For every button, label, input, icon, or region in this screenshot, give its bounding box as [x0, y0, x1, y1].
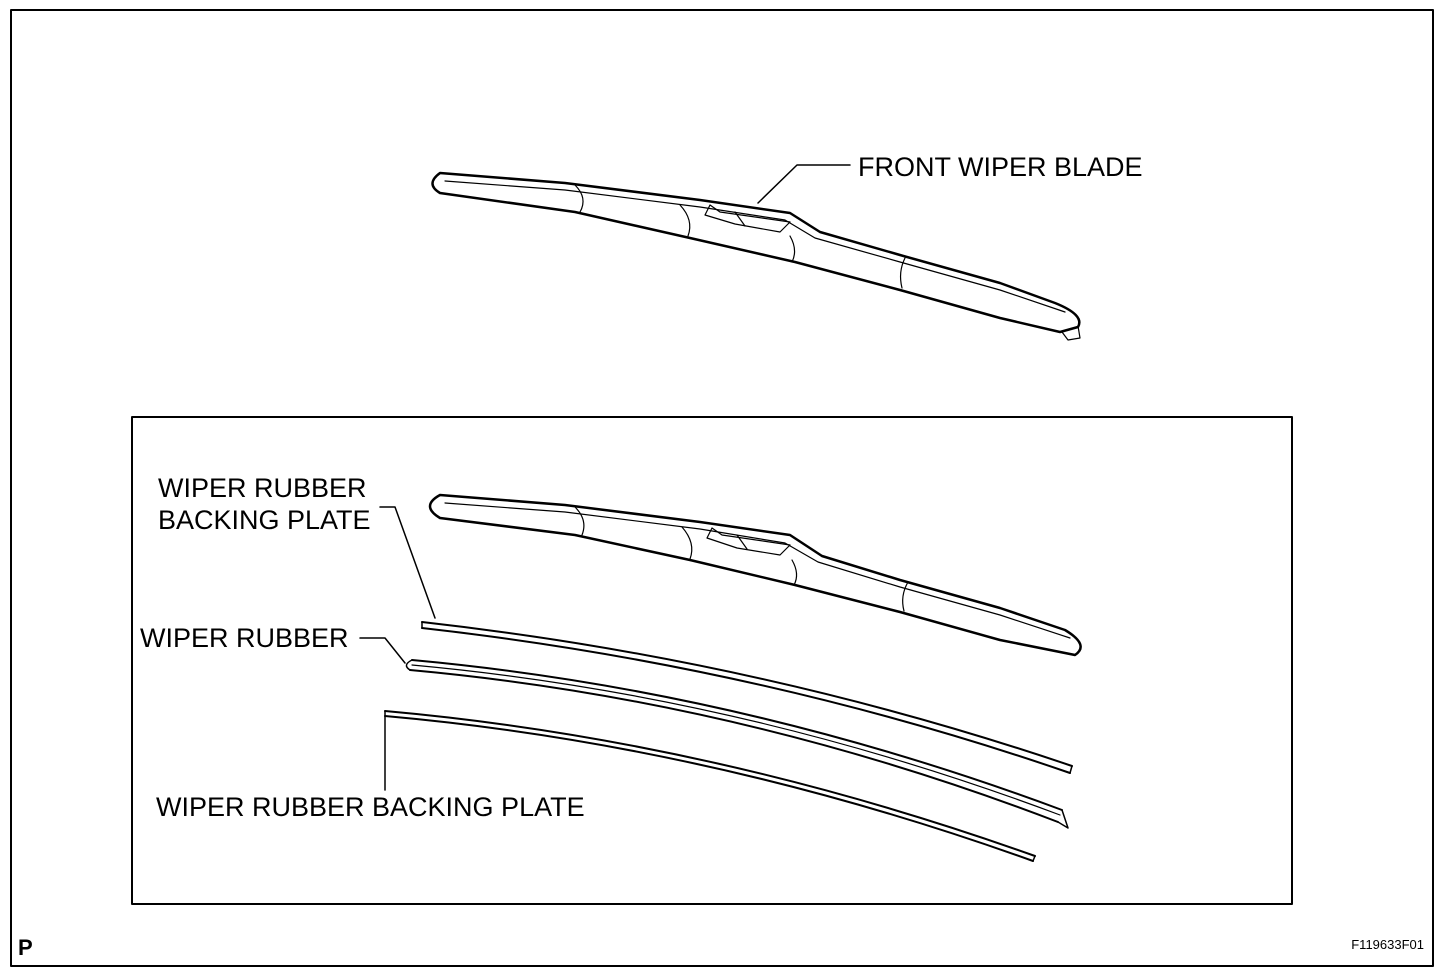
wiper-rubber-illustration	[405, 659, 1069, 829]
label-wiper-rubber: WIPER RUBBER	[140, 623, 349, 653]
exploded-view-frame	[131, 416, 1293, 905]
leader-backing-plate-upper	[379, 506, 436, 619]
leader-wiper-rubber	[359, 637, 406, 664]
label-backing-plate-upper-line1: WIPER RUBBER	[158, 473, 367, 503]
label-front-wiper-blade: FRONT WIPER BLADE	[858, 152, 1143, 182]
backing-plate-lower-illustration	[384, 710, 1036, 862]
outer-frame	[10, 9, 1434, 967]
figure-id: F119633F01	[1351, 937, 1424, 952]
label-backing-plate-upper-line2: BACKING PLATE	[158, 505, 371, 535]
backing-plate-upper-illustration	[421, 621, 1073, 774]
front-wiper-blade-illustration	[431, 171, 1081, 341]
corner-mark: P	[18, 935, 33, 960]
label-backing-plate-lower: WIPER RUBBER BACKING PLATE	[156, 792, 585, 822]
leader-front-wiper-blade	[757, 164, 851, 204]
wiper-blade-frame-illustration	[428, 493, 1082, 657]
